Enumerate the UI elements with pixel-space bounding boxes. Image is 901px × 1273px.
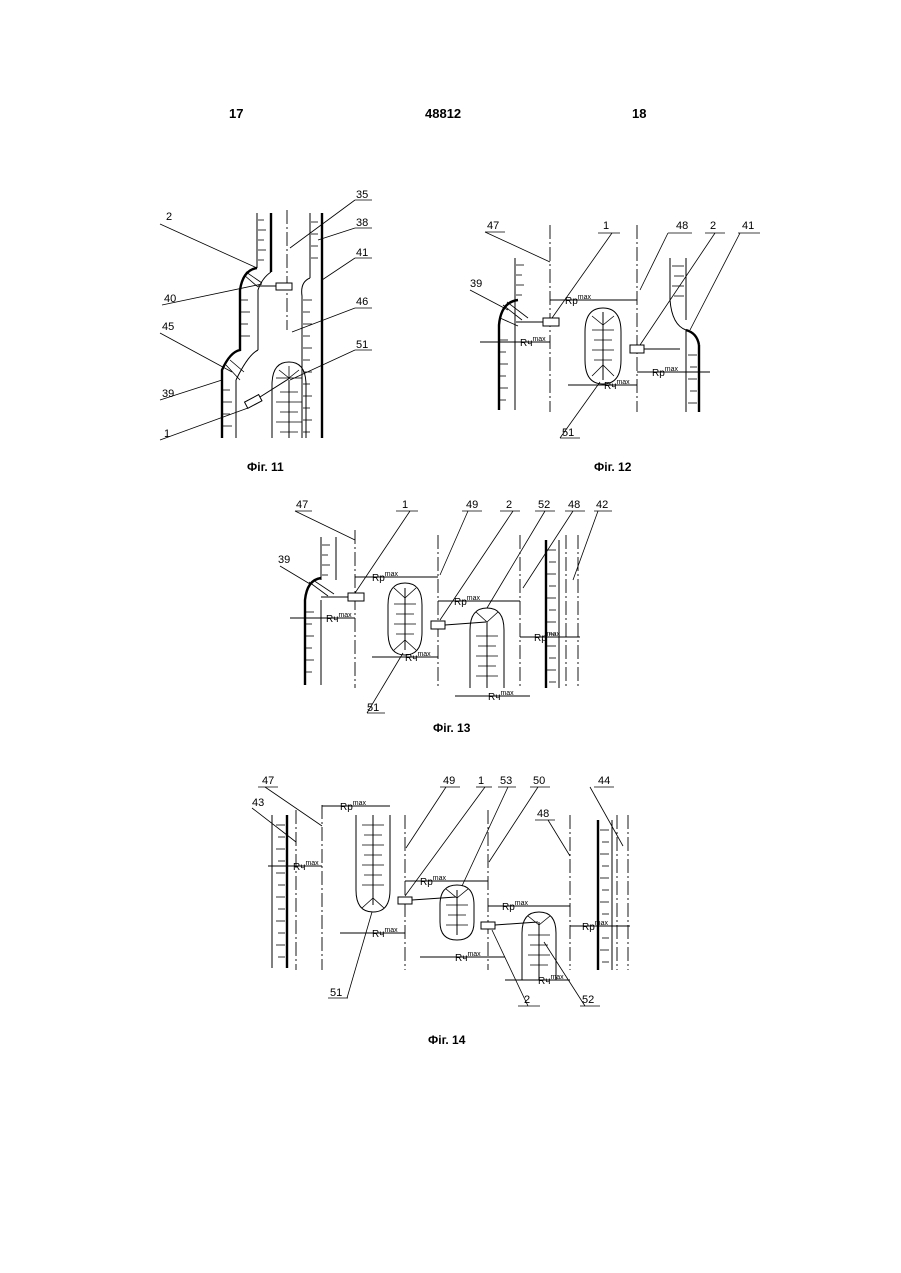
f14-rc-4: Rчmax <box>538 974 564 987</box>
f14-label-44: 44 <box>598 775 610 787</box>
f12-rc-left: Rчmax <box>520 336 546 349</box>
f14-rp-1: Rpmax <box>340 800 367 813</box>
f11-label-46: 46 <box>356 296 368 308</box>
f13-label-47: 47 <box>296 499 308 511</box>
f13-label-39: 39 <box>278 554 290 566</box>
f11-label-38: 38 <box>356 217 368 229</box>
f13-label-1: 1 <box>402 499 408 511</box>
figure-12: Rpmax Rчmax Rчmax Rpmax 47 1 48 2 41 39 … <box>470 220 760 439</box>
f11-label-40: 40 <box>164 293 176 305</box>
f11-label-51: 51 <box>356 339 368 351</box>
f13-label-42: 42 <box>596 499 608 511</box>
f14-label-43: 43 <box>252 797 264 809</box>
f11-label-39: 39 <box>162 388 174 400</box>
f11-label-35: 35 <box>356 189 368 201</box>
f14-rp-2: Rpmax <box>420 875 447 888</box>
figure-11: 35 2 38 41 40 46 45 51 39 1 <box>160 189 372 440</box>
f14-label-50: 50 <box>533 775 545 787</box>
f12-label-47: 47 <box>487 220 499 232</box>
f12-label-48: 48 <box>676 220 688 232</box>
f12-rp-right: Rpmax <box>652 366 679 379</box>
f11-label-1: 1 <box>164 428 170 440</box>
f12-label-39: 39 <box>470 278 482 290</box>
f11-label-41: 41 <box>356 247 368 259</box>
f13-rc-2: Rчmax <box>405 651 431 664</box>
f14-label-1: 1 <box>478 775 484 787</box>
f14-label-51: 51 <box>330 987 342 999</box>
f13-label-51: 51 <box>367 702 379 714</box>
figure-13: Rpmax Rчmax Rчmax Rpmax Rpmax Rчmax 47 1… <box>278 499 612 714</box>
f12-rp-top: Rpmax <box>565 294 592 307</box>
f14-rp-3: Rpmax <box>502 900 529 913</box>
f14-label-53: 53 <box>500 775 512 787</box>
f14-label-2: 2 <box>524 994 530 1006</box>
f13-label-49: 49 <box>466 499 478 511</box>
f14-rc-3: Rчmax <box>455 951 481 964</box>
f14-rc-1: Rчmax <box>293 860 319 873</box>
f12-label-41: 41 <box>742 220 754 232</box>
f13-label-48: 48 <box>568 499 580 511</box>
f13-rp-2: Rpmax <box>454 595 481 608</box>
f12-rc-mid: Rчmax <box>604 379 630 392</box>
f14-rc-2: Rчmax <box>372 927 398 940</box>
f13-rp-3: Rpmax <box>534 631 561 644</box>
f13-rc-1: Rчmax <box>326 612 352 625</box>
f11-label-45: 45 <box>162 321 174 333</box>
figure-14: Rpmax Rчmax Rчmax Rpmax Rpmax Rчmax Rpma… <box>252 775 630 1006</box>
f14-label-47: 47 <box>262 775 274 787</box>
f13-label-2: 2 <box>506 499 512 511</box>
f14-rp-4: Rpmax <box>582 920 609 933</box>
f11-label-2: 2 <box>166 211 172 223</box>
f12-label-2: 2 <box>710 220 716 232</box>
f13-label-52: 52 <box>538 499 550 511</box>
f12-label-51: 51 <box>562 427 574 439</box>
f14-label-52: 52 <box>582 994 594 1006</box>
f14-label-49: 49 <box>443 775 455 787</box>
f12-label-1: 1 <box>603 220 609 232</box>
f14-label-48: 48 <box>537 808 549 820</box>
f13-rc-3: Rчmax <box>488 690 514 703</box>
f13-rp-1: Rpmax <box>372 571 399 584</box>
